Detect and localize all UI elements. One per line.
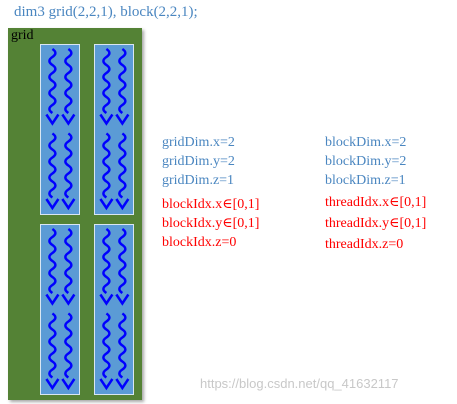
thread-block xyxy=(40,44,80,215)
blockIdx-y-label: blockIdx.y∈[0,1] xyxy=(162,216,260,231)
thread-block xyxy=(94,224,134,395)
thread-arrow-icon xyxy=(45,47,60,126)
code-declaration: dim3 grid(2,2,1), block(2,2,1); xyxy=(14,4,198,20)
thread-arrow-icon xyxy=(115,312,130,391)
thread-arrows xyxy=(99,47,130,211)
thread-arrow-icon xyxy=(115,132,130,211)
grid-container: grid xyxy=(8,28,142,400)
thread-arrow-icon xyxy=(61,312,76,391)
threadIdx-x-label: threadIdx.x∈[0,1] xyxy=(325,195,427,210)
thread-block xyxy=(40,224,80,395)
watermark: https://blog.csdn.net/qq_41632117 xyxy=(200,376,399,391)
blockIdx-x-label: blockIdx.x∈[0,1] xyxy=(162,197,260,212)
thread-arrow-icon xyxy=(61,47,76,126)
thread-arrow-icon xyxy=(115,227,130,306)
thread-block xyxy=(94,44,134,215)
blockDim-y-label: blockDim.y=2 xyxy=(325,154,407,169)
grid-label: grid xyxy=(11,28,34,43)
thread-arrows xyxy=(45,227,76,391)
blockIdx-z-label: blockIdx.z=0 xyxy=(162,235,237,250)
thread-arrow-icon xyxy=(99,312,114,391)
thread-arrow-icon xyxy=(99,47,114,126)
thread-arrow-icon xyxy=(61,227,76,306)
blockDim-z-label: blockDim.z=1 xyxy=(325,173,406,188)
threadIdx-y-label: threadIdx.y∈[0,1] xyxy=(325,216,427,231)
threadIdx-z-label: threadIdx.z=0 xyxy=(325,237,404,252)
gridDim-z-label: gridDim.z=1 xyxy=(162,173,235,188)
thread-arrow-icon xyxy=(99,227,114,306)
gridDim-x-label: gridDim.x=2 xyxy=(162,135,235,150)
thread-arrow-icon xyxy=(45,132,60,211)
thread-arrow-icon xyxy=(45,227,60,306)
thread-arrow-icon xyxy=(99,132,114,211)
thread-arrows xyxy=(45,47,76,211)
thread-arrow-icon xyxy=(115,47,130,126)
thread-arrows xyxy=(99,227,130,391)
blockDim-x-label: blockDim.x=2 xyxy=(325,135,407,150)
thread-arrow-icon xyxy=(61,132,76,211)
gridDim-y-label: gridDim.y=2 xyxy=(162,154,235,169)
thread-arrow-icon xyxy=(45,312,60,391)
